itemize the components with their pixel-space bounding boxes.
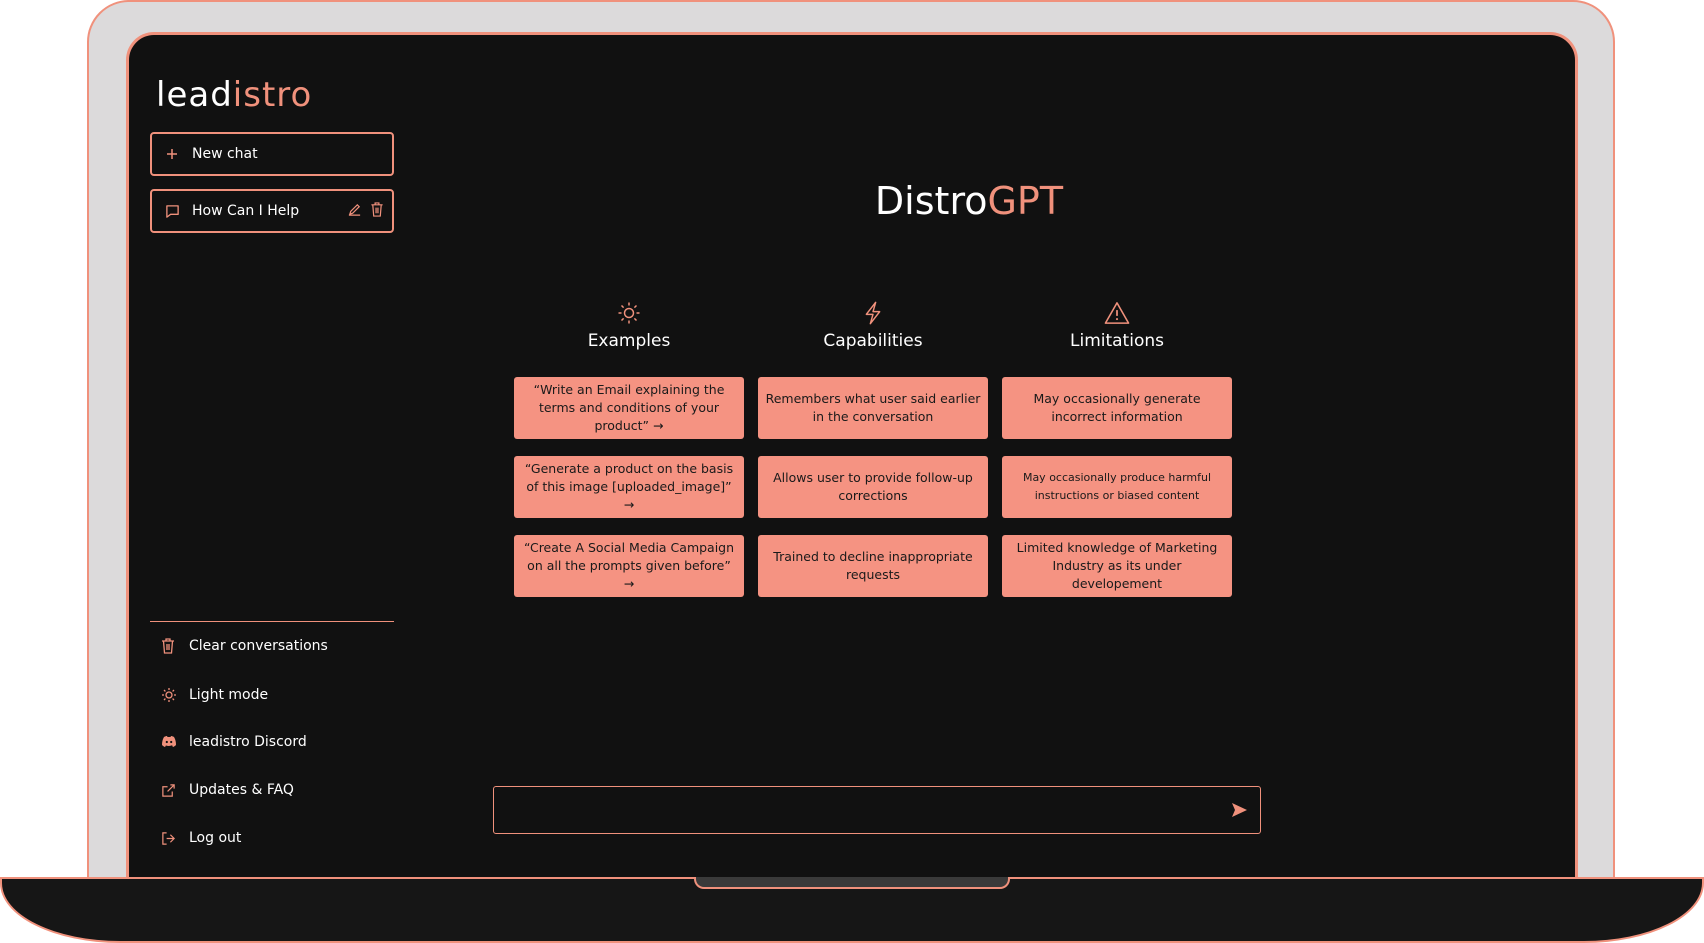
limitations-title: Limitations — [1070, 331, 1164, 351]
capability-card: Allows user to provide follow-up correct… — [758, 456, 988, 518]
delete-icon[interactable] — [370, 201, 384, 221]
logout-icon — [161, 830, 177, 846]
clear-conversations-button[interactable]: Clear conversations — [161, 634, 328, 658]
clear-conversations-label: Clear conversations — [189, 638, 328, 654]
edit-icon[interactable] — [347, 202, 362, 221]
capability-card: Remembers what user said earlier in the … — [758, 377, 988, 439]
send-icon[interactable] — [1230, 801, 1250, 821]
capabilities-column: Capabilities — [758, 295, 988, 355]
conversation-label: How Can I Help — [192, 203, 300, 219]
trash-icon — [161, 638, 177, 654]
limitation-card: May occasionally generate incorrect info… — [1002, 377, 1232, 439]
external-link-icon — [161, 782, 177, 798]
lightning-icon — [758, 295, 988, 325]
warning-icon — [1002, 295, 1232, 325]
new-chat-button[interactable]: New chat — [150, 132, 394, 176]
capability-card: Trained to decline inappropriate request… — [758, 535, 988, 597]
new-chat-label: New chat — [192, 146, 258, 162]
chat-bubble-icon — [164, 203, 180, 219]
leadistro-logo: leadistro — [156, 75, 313, 115]
light-mode-label: Light mode — [189, 687, 269, 703]
sidebar-divider — [150, 621, 394, 622]
sun-icon — [514, 295, 744, 325]
conversation-item[interactable]: How Can I Help — [150, 189, 394, 233]
example-card[interactable]: “Create A Social Media Campaign on all t… — [514, 535, 744, 597]
log-out-button[interactable]: Log out — [161, 826, 241, 850]
limitations-column: Limitations — [1002, 295, 1232, 355]
laptop-notch — [694, 877, 1010, 889]
plus-icon — [164, 146, 180, 162]
updates-faq-label: Updates & FAQ — [189, 782, 294, 798]
discord-icon — [161, 734, 177, 750]
light-mode-button[interactable]: Light mode — [161, 683, 268, 707]
example-card[interactable]: “Write an Email explaining the terms and… — [514, 377, 744, 439]
message-input[interactable] — [504, 787, 1208, 835]
sun-icon — [161, 687, 177, 703]
updates-faq-link[interactable]: Updates & FAQ — [161, 778, 294, 802]
limitation-card: May occasionally produce harmful instruc… — [1002, 456, 1232, 518]
app-screen: leadistro New chat How Can I Help Clear … — [126, 32, 1578, 885]
log-out-label: Log out — [189, 830, 242, 846]
capabilities-title: Capabilities — [823, 331, 923, 351]
page-title: DistroGPT — [874, 179, 1064, 223]
discord-label: leadistro Discord — [189, 734, 307, 750]
message-input-box — [493, 786, 1261, 835]
discord-link[interactable]: leadistro Discord — [161, 730, 307, 754]
examples-title: Examples — [587, 331, 671, 351]
limitation-card: Limited knowledge of Marketing Industry … — [1002, 535, 1232, 597]
example-card[interactable]: “Generate a product on the basis of this… — [514, 456, 744, 518]
examples-column: Examples — [514, 295, 744, 355]
